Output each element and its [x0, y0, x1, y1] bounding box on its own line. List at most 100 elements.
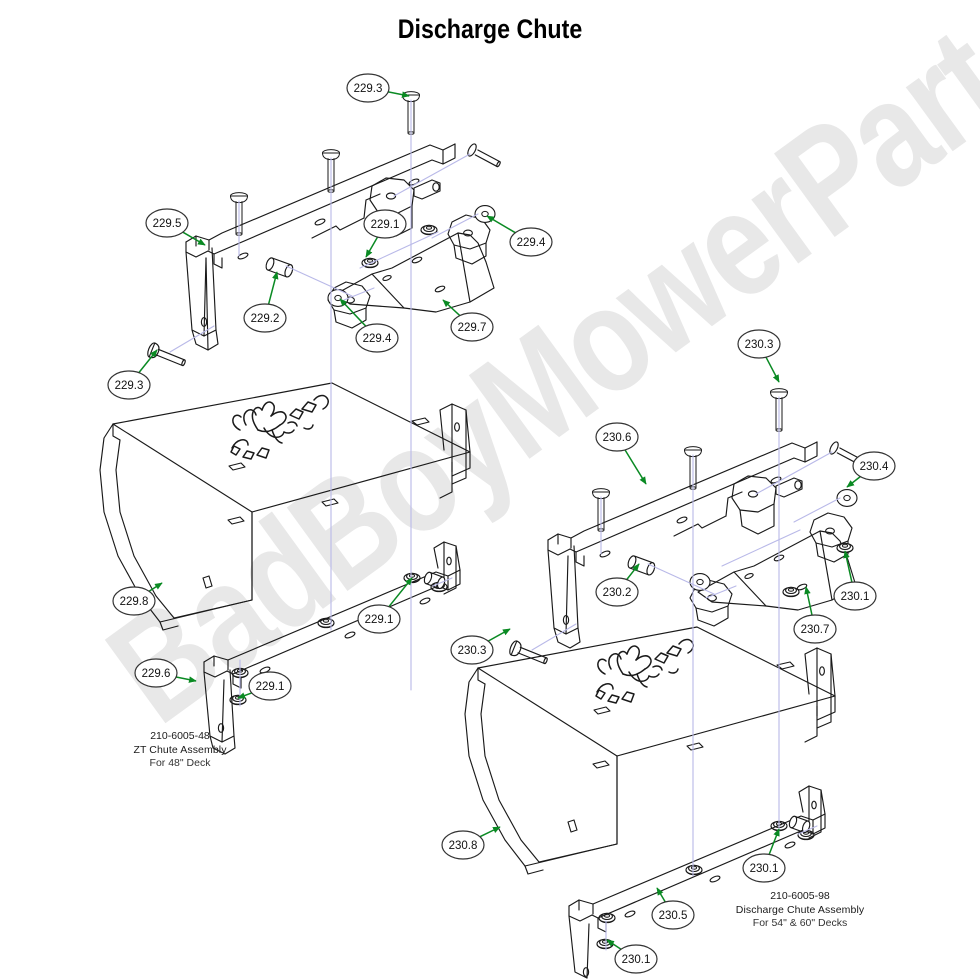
callout-bubble[interactable]: [145, 208, 189, 238]
callout-label: 229.2: [251, 313, 280, 325]
callout-229-2[interactable]: 229.2: [243, 271, 287, 333]
callout-label: 230.8: [449, 840, 478, 852]
leader-line: [626, 563, 640, 581]
leader-line: [843, 550, 853, 583]
callout-label: 230.3: [458, 645, 487, 657]
callout-230-3-lower[interactable]: 230.3: [450, 628, 511, 665]
callout-label: 230.1: [750, 863, 779, 875]
callout-230-2[interactable]: 230.2: [595, 563, 640, 607]
callout-bubble[interactable]: [595, 422, 639, 452]
callout-bubble[interactable]: [346, 73, 390, 103]
part-229-5-mounting-bar: [185, 143, 456, 351]
leader-line: [442, 299, 461, 317]
leader-line: [624, 449, 647, 485]
assembly-axis-lines-right: [531, 396, 841, 951]
callout-bubble[interactable]: [134, 658, 178, 688]
callout-bubble[interactable]: [357, 604, 401, 634]
part-230-5-lower-bar: [568, 785, 826, 979]
callout-bubble[interactable]: [509, 227, 553, 257]
callout-bubble[interactable]: [243, 303, 287, 333]
callout-label: 230.1: [622, 954, 651, 966]
caption-left-assembly: 210-6005-48 ZT Chute Assembly For 48" De…: [90, 730, 270, 771]
callout-230-1-upper[interactable]: 230.1: [833, 550, 877, 611]
callout-label: 229.4: [363, 333, 392, 345]
callout-bubble[interactable]: [833, 581, 877, 611]
leader-line: [237, 692, 252, 699]
callout-layer: 229.3 229.5 229.1 229.4 229.2 229.4 229.7 229.3…: [107, 73, 896, 974]
callout-label: 229.7: [458, 322, 487, 334]
callout-230-4[interactable]: 230.4: [846, 451, 896, 488]
callout-bubble[interactable]: [248, 671, 292, 701]
callout-bubble[interactable]: [363, 209, 407, 239]
leader-line: [182, 231, 206, 246]
callout-229-4-left[interactable]: 229.4: [339, 298, 399, 353]
callout-bubble[interactable]: [595, 577, 639, 607]
callout-label: 230.6: [603, 432, 632, 444]
callout-229-7[interactable]: 229.7: [442, 299, 494, 342]
callout-label: 229.3: [115, 380, 144, 392]
callout-label: 229.3: [354, 83, 383, 95]
callout-bubble[interactable]: [112, 586, 156, 616]
leader-line: [138, 349, 158, 374]
leader-line: [388, 91, 410, 98]
callout-229-1-lower[interactable]: 229.1: [237, 671, 292, 701]
caption-left-part-number: 210-6005-48: [150, 730, 210, 742]
part-229-6-lower-bar: [203, 541, 461, 755]
callout-230-1-mid[interactable]: 230.1: [742, 828, 786, 883]
leader-line: [175, 676, 197, 683]
callout-label: 229.1: [256, 681, 285, 693]
part-230-8-chute-body: [464, 626, 836, 875]
leader-line: [479, 826, 501, 838]
callout-230-7[interactable]: 230.7: [793, 586, 837, 644]
leader-line: [365, 236, 379, 258]
callout-bubble[interactable]: [651, 900, 695, 930]
callout-230-1-lower[interactable]: 230.1: [606, 939, 658, 974]
bad-boy-logo-emboss: [595, 638, 694, 704]
callout-229-3-top[interactable]: 229.3: [346, 73, 410, 103]
leader-line: [768, 828, 780, 855]
callout-230-3-top[interactable]: 230.3: [737, 329, 781, 383]
leader-line: [267, 271, 279, 305]
caption-right-assembly: 210-6005-98 Discharge Chute Assembly For…: [690, 890, 910, 931]
callout-label: 230.1: [841, 591, 870, 603]
callout-230-5[interactable]: 230.5: [651, 887, 695, 930]
callout-bubble[interactable]: [450, 312, 494, 342]
callout-229-1-upper[interactable]: 229.1: [363, 209, 407, 258]
callout-229-6[interactable]: 229.6: [134, 658, 197, 688]
callout-bubble[interactable]: [107, 370, 151, 400]
callout-229-1-mid[interactable]: 229.1: [357, 577, 413, 634]
part-230-7-chute-bracket: [689, 475, 857, 627]
callout-bubble[interactable]: [355, 323, 399, 353]
caption-right-fits: For 54" & 60" Decks: [752, 917, 848, 929]
leader-line: [765, 356, 780, 383]
callout-label: 229.4: [517, 237, 546, 249]
callout-229-3-lower[interactable]: 229.3: [107, 349, 158, 400]
leader-line: [487, 628, 511, 642]
callout-label: 229.5: [153, 218, 182, 230]
callout-label: 229.8: [120, 596, 149, 608]
callout-label: 230.5: [659, 910, 688, 922]
callout-bubble[interactable]: [852, 451, 896, 481]
callout-label: 230.2: [603, 587, 632, 599]
callout-229-4-right[interactable]: 229.4: [486, 215, 553, 257]
callout-229-5[interactable]: 229.5: [145, 208, 206, 246]
callout-label: 229.1: [365, 614, 394, 626]
caption-right-name: Discharge Chute Assembly: [735, 903, 865, 916]
callout-bubble[interactable]: [793, 614, 837, 644]
callout-bubble[interactable]: [737, 329, 781, 359]
callout-230-6[interactable]: 230.6: [595, 422, 647, 485]
callout-label: 230.4: [860, 461, 889, 473]
callout-230-8[interactable]: 230.8: [441, 826, 501, 860]
callout-bubble[interactable]: [441, 830, 485, 860]
leader-line: [339, 298, 367, 327]
caption-left-fits: For 48" Deck: [149, 757, 211, 769]
callout-label: 230.3: [745, 339, 774, 351]
callout-bubble[interactable]: [614, 944, 658, 974]
callout-229-8[interactable]: 229.8: [112, 582, 163, 616]
assembly-axis-lines-left: [169, 99, 479, 707]
callout-bubble[interactable]: [742, 853, 786, 883]
caption-right-part-number: 210-6005-98: [770, 890, 830, 902]
part-229-8-chute-body: [99, 382, 471, 631]
callout-bubble[interactable]: [450, 635, 494, 665]
